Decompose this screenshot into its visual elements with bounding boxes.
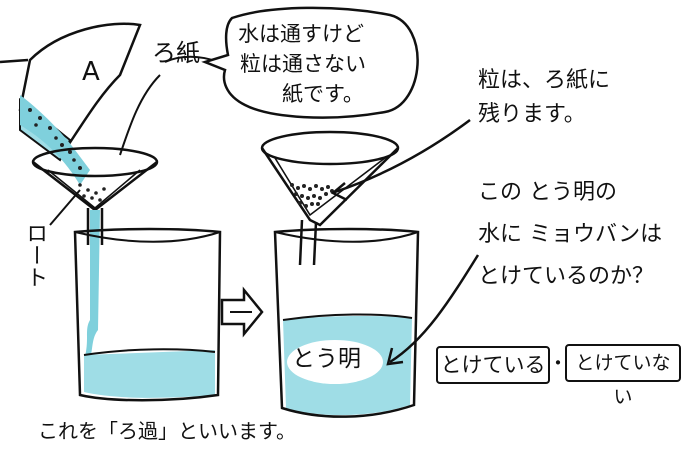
process-arrow <box>220 286 264 338</box>
filter-paper-leader <box>119 74 161 156</box>
bubble-line-1: 水は通すけど <box>238 22 364 46</box>
choice-not-dissolved-button[interactable]: とけていない <box>565 344 681 408</box>
choice-dissolved-button[interactable]: とけている <box>436 346 550 384</box>
funnel-label: ロート <box>22 222 48 288</box>
right-beaker <box>273 227 420 418</box>
grains-pouring <box>28 108 82 170</box>
question-arrow <box>386 254 480 366</box>
choice-separator: ・ <box>548 351 568 375</box>
transparent-label: とう明 <box>292 346 361 372</box>
question-line-2: 水に ミョウバンは <box>478 222 663 247</box>
question-line-3: とけているのか？ <box>478 264 655 289</box>
residue-grains <box>290 183 334 208</box>
question-line-1: この とう明の <box>478 180 617 205</box>
container-a-label: A <box>82 57 100 87</box>
funnel-leader <box>49 189 81 226</box>
container-a: A <box>0 22 142 162</box>
remain-line-2: 残ります。 <box>478 102 586 127</box>
pouring-stream <box>20 95 90 185</box>
remain-arrow <box>330 118 471 202</box>
bubble-line-3: 紙です。 <box>282 82 364 106</box>
caption: これを「ろ過」といいます。 <box>38 419 296 443</box>
filter-paper-label: ろ紙 <box>152 39 200 67</box>
explanation-bubble <box>201 6 419 119</box>
left-beaker <box>73 227 222 402</box>
right-funnel <box>260 130 400 266</box>
remain-line-1: 粒は、ろ紙に <box>478 68 611 93</box>
left-stem-flow <box>84 210 100 360</box>
bubble-line-2: 粒は通さない <box>240 52 366 76</box>
